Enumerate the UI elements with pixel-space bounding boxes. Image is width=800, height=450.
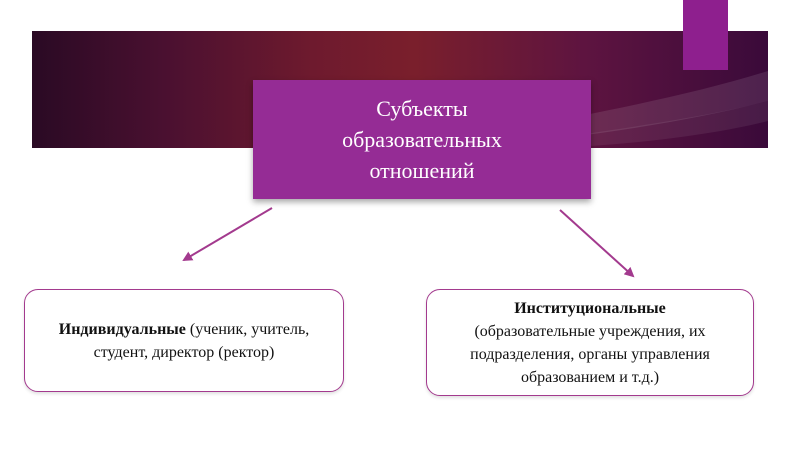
arrow-right <box>559 209 635 278</box>
category-detail: (ученик, учитель, студент, директор (рек… <box>93 320 310 361</box>
accent-bar <box>683 0 728 70</box>
main-concept-box: Субъекты образовательных отношений <box>253 80 591 199</box>
category-text: Институциональные (образовательные учреж… <box>445 297 735 389</box>
category-heading: Институциональные <box>514 299 666 317</box>
category-text: Индивидуальные (ученик, учитель, студент… <box>43 318 325 364</box>
main-title: Субъекты образовательных отношений <box>342 96 502 183</box>
arrow-left <box>182 207 273 262</box>
category-card-institutional: Институциональные (образовательные учреж… <box>426 289 754 396</box>
category-detail: (образовательные учреждения, их подразде… <box>470 322 710 386</box>
category-card-individual: Индивидуальные (ученик, учитель, студент… <box>24 289 344 392</box>
category-heading: Индивидуальные <box>58 320 186 338</box>
